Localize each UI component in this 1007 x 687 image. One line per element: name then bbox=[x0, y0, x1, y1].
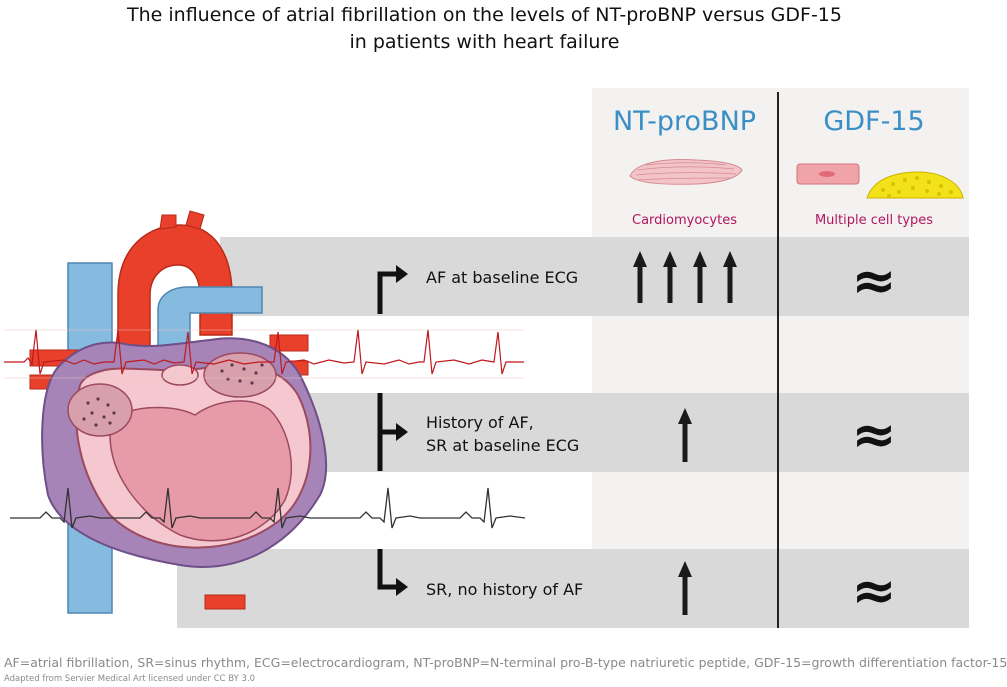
bracket-arrow-down-right-icon bbox=[377, 549, 408, 596]
bracket-arrow-up-right-icon bbox=[377, 265, 408, 314]
header-ntprobnp: NT-proBNP bbox=[612, 106, 757, 137]
image-credit: Adapted from Servier Medical Art license… bbox=[4, 674, 256, 684]
page-title: The influence of atrial fibrillation on … bbox=[0, 2, 969, 56]
caption-cardiomyocytes: Cardiomyocytes bbox=[632, 213, 737, 228]
gdf15-value-row-2: ≈ bbox=[851, 403, 897, 466]
row-label-history-af: History of AF, SR at baseline ECG bbox=[426, 413, 580, 455]
up-arrow-icon bbox=[677, 561, 692, 615]
cardiomyocyte-illustration bbox=[629, 159, 743, 185]
gdf15-value-row-1: ≈ bbox=[851, 249, 897, 312]
column-divider bbox=[777, 92, 779, 628]
up-arrow-icon bbox=[662, 251, 677, 303]
up-arrow-icon bbox=[692, 251, 707, 303]
ntprobnp-arrows-row-1 bbox=[592, 251, 777, 303]
ecg-trace-sr bbox=[10, 487, 526, 529]
abbreviations-footnote: AF=atrial fibrillation, SR=sinus rhythm,… bbox=[4, 655, 1007, 670]
up-arrow-icon bbox=[722, 251, 737, 303]
up-arrow-icon bbox=[632, 251, 647, 303]
bracket-arrow-right-icon bbox=[377, 393, 408, 471]
row-band-1 bbox=[220, 237, 969, 316]
multiple-cells-illustration bbox=[796, 163, 964, 199]
ntprobnp-arrows-row-2 bbox=[592, 408, 777, 462]
row-band-3 bbox=[177, 549, 969, 628]
up-arrow-icon bbox=[677, 408, 692, 462]
header-gdf15: GDF-15 bbox=[823, 106, 925, 137]
title-line-2: in patients with heart failure bbox=[349, 31, 620, 53]
title-line-1: The influence of atrial fibrillation on … bbox=[127, 4, 842, 26]
heart-illustration bbox=[29, 210, 328, 614]
ecg-trace-af bbox=[4, 329, 524, 379]
ntprobnp-arrows-row-3 bbox=[592, 561, 777, 615]
row-label-sr-no-af: SR, no history of AF bbox=[426, 580, 584, 599]
row-label-af-baseline: AF at baseline ECG bbox=[426, 268, 579, 287]
caption-multiple-cell-types: Multiple cell types bbox=[814, 213, 934, 228]
gdf15-value-row-3: ≈ bbox=[851, 559, 897, 622]
